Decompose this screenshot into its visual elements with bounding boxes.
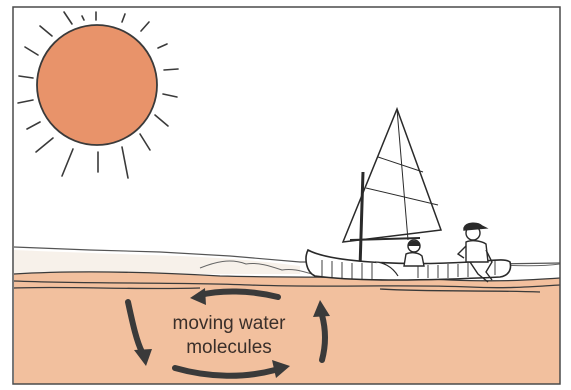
sun-disc (37, 25, 157, 145)
molecules-label-line2: molecules (186, 337, 272, 358)
molecules-label-line1: moving water (173, 313, 287, 334)
